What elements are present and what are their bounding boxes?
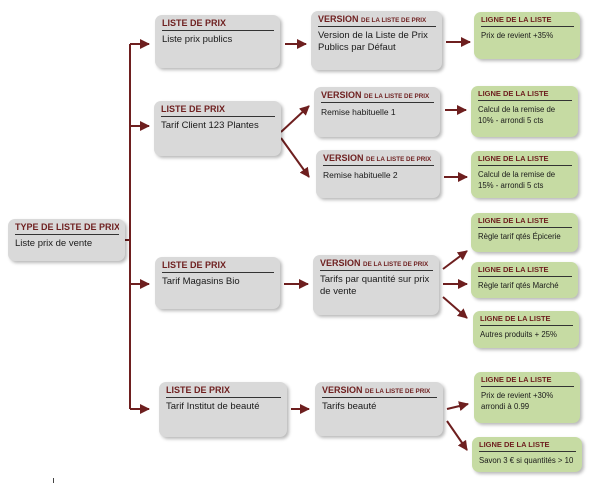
list-line-text: Autres produits + 25%	[480, 330, 557, 339]
arrow-to-line-4	[442, 250, 468, 270]
version-title: VERSION DE LA LISTE DE PRIX	[318, 14, 436, 27]
list-line-text: Règle tarif qtés Marché	[478, 281, 559, 290]
price-list-title: LISTE DE PRIX	[162, 18, 274, 31]
version-text: Tarifs beauté	[322, 401, 377, 412]
price-list-text: Tarif Institut de beauté	[166, 401, 260, 412]
list-line-box-2: LIGNE DE LA LISTE Calcul de la remise de…	[471, 86, 578, 137]
version-text: Remise habituelle 1	[321, 107, 396, 117]
list-line-text: Calcul de la remise de 10% - arrondi 5 c…	[478, 105, 556, 125]
list-line-title: LIGNE DE LA LISTE	[478, 216, 572, 228]
list-line-box-4: LIGNE DE LA LISTE Règle tarif qtés Épice…	[471, 213, 578, 252]
version-title: VERSION DE LA LISTE DE PRIX	[321, 90, 434, 103]
version-text: Version de la Liste de Prix Publics par …	[318, 30, 428, 53]
root-type-title: TYPE DE LISTE DE PRIX	[15, 222, 119, 235]
price-list-title: LISTE DE PRIX	[161, 104, 275, 117]
list-line-box-5: LIGNE DE LA LISTE Règle tarif qtés March…	[471, 262, 578, 298]
list-line-box-8: LIGNE DE LA LISTE Savon 3 € si quantités…	[472, 437, 582, 472]
list-line-title: LIGNE DE LA LISTE	[480, 314, 573, 326]
list-line-title: LIGNE DE LA LISTE	[479, 440, 576, 452]
version-box-5: VERSION DE LA LISTE DE PRIX Tarifs beaut…	[315, 382, 443, 436]
list-line-box-7: LIGNE DE LA LISTE Prix de revient +30% a…	[474, 372, 580, 423]
price-list-text: Tarif Magasins Bio	[162, 276, 240, 287]
version-title: VERSION DE LA LISTE DE PRIX	[323, 153, 434, 166]
version-box-2: VERSION DE LA LISTE DE PRIX Remise habit…	[314, 87, 440, 137]
list-line-box-3: LIGNE DE LA LISTE Calcul de la remise de…	[471, 151, 578, 198]
version-title: VERSION DE LA LISTE DE PRIX	[320, 258, 433, 271]
price-list-title: LISTE DE PRIX	[166, 385, 281, 398]
version-title: VERSION DE LA LISTE DE PRIX	[322, 385, 437, 398]
list-line-title: LIGNE DE LA LISTE	[478, 265, 572, 277]
stray-mark	[53, 478, 54, 483]
list-line-text: Savon 3 € si quantités > 10	[479, 456, 574, 465]
list-line-box-1: LIGNE DE LA LISTE Prix de revient +35%	[474, 12, 580, 59]
version-text: Remise habituelle 2	[323, 170, 398, 180]
arrow-to-line-6	[442, 296, 468, 319]
list-line-text: Règle tarif qtés Épicerie	[478, 232, 561, 241]
price-list-title: LISTE DE PRIX	[162, 260, 274, 273]
list-line-box-6: LIGNE DE LA LISTE Autres produits + 25%	[473, 311, 579, 348]
version-box-4: VERSION DE LA LISTE DE PRIX Tarifs par q…	[313, 255, 439, 315]
list-line-title: LIGNE DE LA LISTE	[481, 15, 574, 27]
version-box-3: VERSION DE LA LISTE DE PRIX Remise habit…	[316, 150, 440, 198]
arrow-to-version-3	[280, 137, 310, 178]
price-list-box-3: LISTE DE PRIX Tarif Magasins Bio	[155, 257, 280, 309]
price-list-text: Tarif Client 123 Plantes	[161, 120, 259, 131]
list-line-title: LIGNE DE LA LISTE	[478, 154, 572, 166]
list-line-text: Prix de revient +30% arrondi à 0.99	[481, 391, 554, 411]
price-list-box-4: LISTE DE PRIX Tarif Institut de beauté	[159, 382, 287, 437]
list-line-text: Prix de revient +35%	[481, 31, 554, 40]
price-list-box-2: LISTE DE PRIX Tarif Client 123 Plantes	[154, 101, 281, 156]
arrow-to-line-8	[446, 420, 468, 451]
price-list-text: Liste prix publics	[162, 34, 233, 45]
arrow-to-version-2	[280, 105, 310, 133]
version-box-1: VERSION DE LA LISTE DE PRIX Version de l…	[311, 11, 442, 70]
list-line-text: Calcul de la remise de 15% - arrondi 5 c…	[478, 170, 556, 190]
list-line-title: LIGNE DE LA LISTE	[478, 89, 572, 101]
arrow-to-line-7	[446, 401, 469, 411]
root-type-text: Liste prix de vente	[15, 238, 93, 249]
root-type-box: TYPE DE LISTE DE PRIX Liste prix de vent…	[8, 219, 125, 261]
version-text: Tarifs par quantité sur prix de vente	[320, 274, 430, 297]
price-list-box-1: LISTE DE PRIX Liste prix publics	[155, 15, 280, 68]
list-line-title: LIGNE DE LA LISTE	[481, 375, 574, 387]
